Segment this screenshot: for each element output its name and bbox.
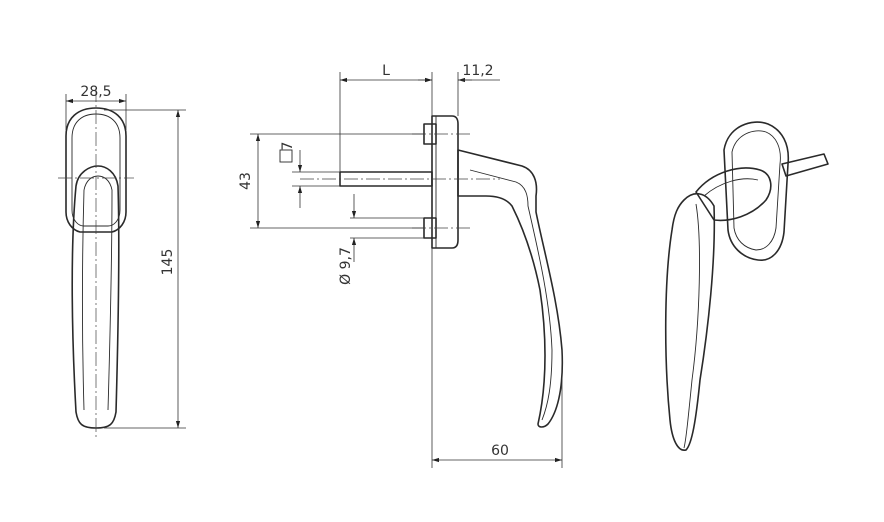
dim-L-label: L — [382, 63, 390, 79]
side-view: L 11,2 43 7 Ø 9,7 60 — [238, 63, 564, 468]
dim-7-label: 7 — [280, 142, 296, 151]
square-symbol-icon — [279, 149, 293, 163]
persp-handle-edge — [683, 203, 700, 449]
front-rose-outline — [65, 107, 127, 233]
side-rose-plate — [431, 115, 459, 249]
dim-9-label: Ø 9,7 — [338, 247, 354, 285]
persp-rose-outer — [723, 121, 790, 261]
persp-spindle — [781, 153, 829, 177]
persp-rose-inner — [731, 130, 781, 251]
dim-60-label: 60 — [491, 443, 509, 459]
dim-11-label: 11,2 — [462, 63, 493, 79]
front-rose-inner — [71, 113, 121, 227]
front-handle-body — [71, 165, 120, 429]
front-handle-ridge — [83, 175, 113, 411]
front-view: 28,5 145 — [58, 84, 186, 440]
side-handle-edge — [469, 169, 553, 421]
perspective-view — [664, 121, 829, 451]
persp-handle-neck — [695, 167, 772, 222]
persp-neck-edge — [703, 178, 759, 197]
side-handle-lever — [457, 149, 564, 428]
dim-43-label: 43 — [238, 172, 254, 190]
dim-height-label: 145 — [160, 249, 176, 276]
dim-width-label: 28,5 — [80, 84, 111, 100]
front-handle-ridge-left — [82, 189, 85, 411]
persp-handle-lever — [664, 193, 716, 451]
